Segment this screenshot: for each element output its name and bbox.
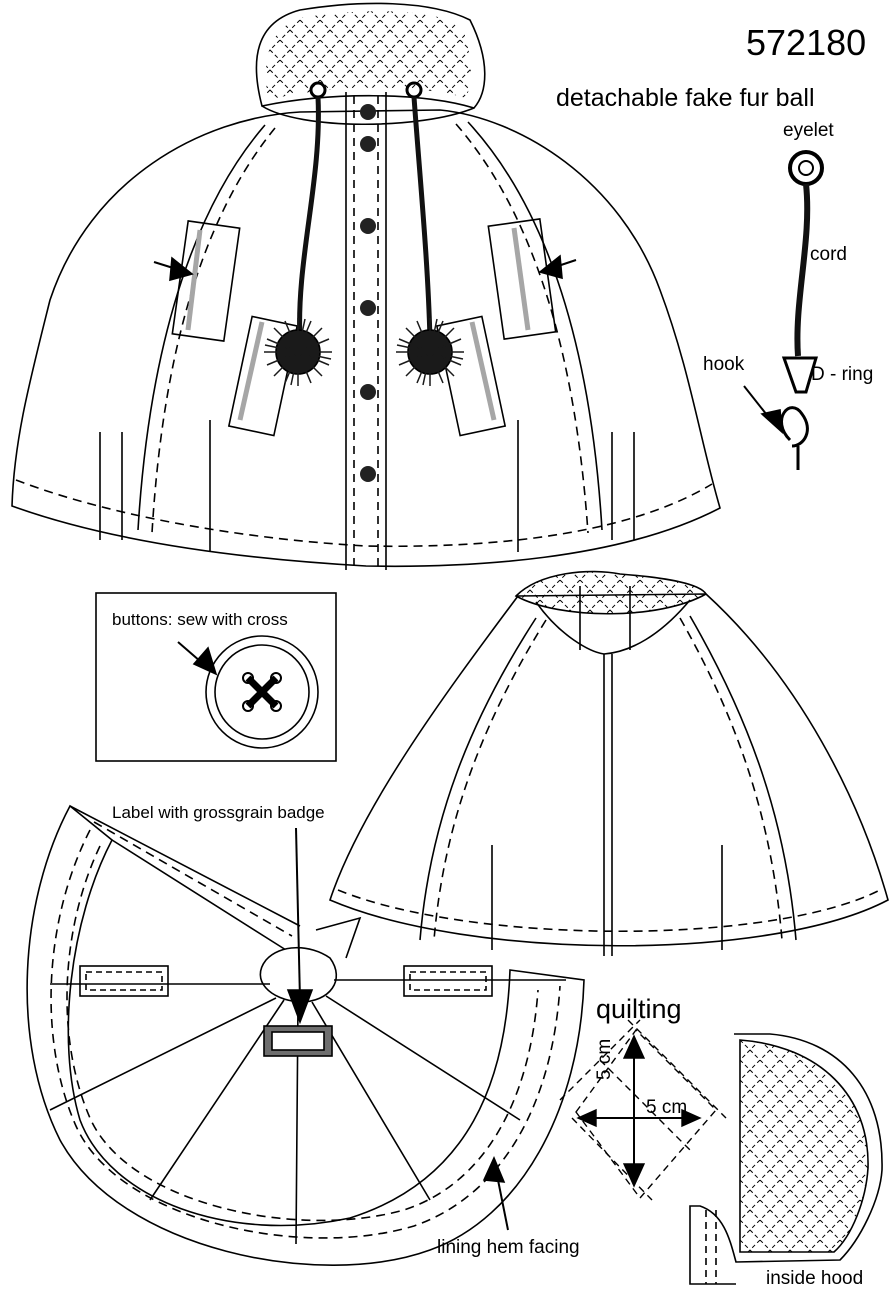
hook-icon (780, 406, 809, 470)
lining-center-front-band (69, 805, 301, 951)
cord-icon (794, 183, 811, 357)
quilting-detail (559, 1019, 727, 1201)
button-icon (205, 635, 319, 749)
back-cape-outline (329, 593, 889, 947)
back-center-seam (603, 654, 613, 956)
right-fur-ball (395, 317, 465, 387)
quilting-width-label: 5 cm (646, 1097, 688, 1118)
front-view (11, 2, 721, 570)
lining-hem-callout: lining hem facing (437, 1237, 580, 1258)
quilting-title: quilting (596, 994, 682, 1024)
back-hood (514, 570, 708, 615)
right-drawcord (411, 96, 433, 341)
lining-outline (26, 804, 585, 1266)
fur-ball-detail (743, 150, 824, 470)
left-fur-ball (263, 317, 333, 387)
left-drawcord (297, 96, 321, 341)
cord-label: cord (810, 244, 847, 265)
d-ring-label: D - ring (811, 364, 874, 385)
style-number: 572180 (746, 22, 867, 63)
eyelet-label: eyelet (783, 120, 834, 141)
front-placket (345, 92, 387, 570)
right-pocket-flap (487, 218, 557, 340)
inside-hood-callout: inside hood (766, 1268, 864, 1289)
front-right-seam (467, 121, 603, 531)
hood-quilting (265, 11, 471, 100)
button-detail (95, 592, 337, 762)
front-cape-outline (11, 109, 721, 568)
lining-view (26, 804, 585, 1266)
right-tab (403, 965, 493, 997)
d-ring-icon (781, 356, 819, 394)
quilting-height-label: 5 cm (594, 1038, 615, 1080)
hook-label: hook (703, 354, 745, 375)
front-left-seam (137, 124, 266, 531)
fur-ball-title: detachable fake fur ball (556, 84, 815, 112)
front-hem-stitch (15, 479, 713, 548)
eyelet-icon (788, 150, 824, 186)
back-view (329, 570, 889, 956)
buttons-callout: buttons: sew with cross (112, 610, 288, 629)
button-detail-box (95, 592, 337, 762)
inside-hood-detail (689, 1033, 883, 1285)
left-tab (79, 965, 169, 997)
front-buttons (360, 104, 376, 482)
right-welt-pocket (435, 315, 507, 437)
label-callout: Label with grossgrain badge (112, 803, 325, 822)
